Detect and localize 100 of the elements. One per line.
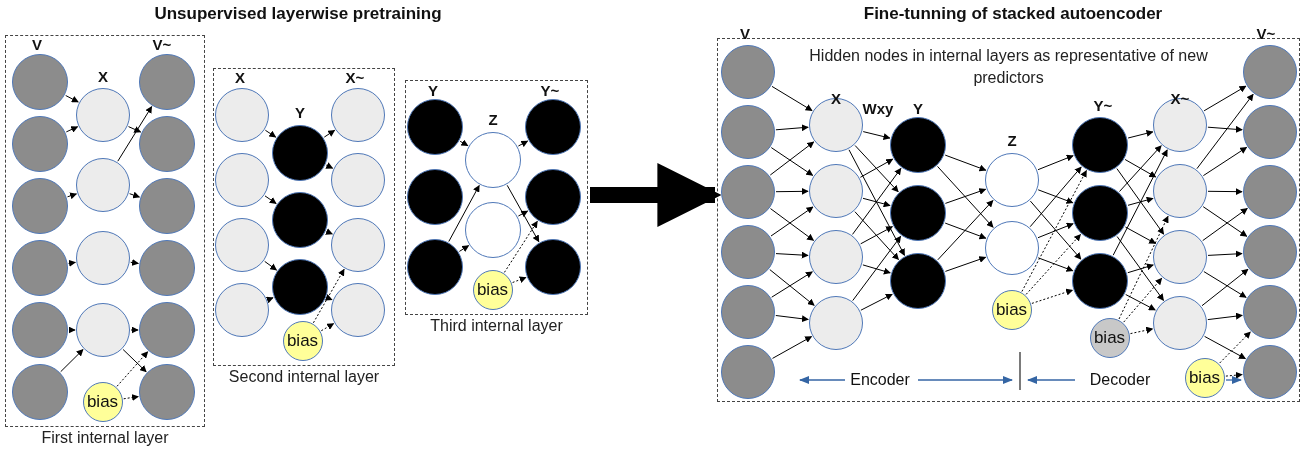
arrow	[1207, 188, 1243, 196]
dashed-arrow	[320, 323, 335, 332]
neuron-circle	[808, 229, 863, 284]
section-heading: Unsupervised layerwise pretraining	[154, 4, 442, 24]
layer-label: Y	[913, 99, 923, 117]
panel-note: Hidden nodes in internal layers as representative of new predictors	[808, 46, 1209, 88]
arrow	[852, 167, 902, 235]
neuron-circle	[1152, 163, 1207, 218]
neuron-circle	[889, 184, 946, 241]
arrow	[771, 271, 813, 298]
layer-label: V~	[152, 35, 172, 53]
arrow	[775, 124, 809, 132]
dashed-arrow	[312, 268, 345, 324]
dashed-arrow	[1118, 215, 1169, 320]
arrow	[1037, 222, 1074, 239]
arrow	[1203, 271, 1247, 298]
neuron-circle	[720, 44, 775, 99]
layer-label: X	[831, 89, 841, 107]
arrow	[506, 184, 540, 243]
arrow	[68, 259, 76, 267]
arrow	[1127, 129, 1154, 139]
bias-node: bias	[82, 381, 123, 422]
layer-label: X	[98, 67, 108, 85]
section-heading: Fine-tunning of stacked autoencoder	[863, 4, 1163, 24]
arrow	[1204, 335, 1246, 360]
arrow	[122, 349, 147, 373]
neuron-circle	[1242, 44, 1297, 99]
layer-label: X~	[1170, 89, 1190, 107]
arrow	[1207, 250, 1243, 258]
arrow	[323, 129, 336, 138]
neuron-circle	[720, 284, 775, 339]
arrow	[775, 315, 809, 323]
arrow	[852, 235, 902, 302]
dashed-arrow	[116, 351, 149, 387]
arrow	[459, 139, 469, 147]
arrow	[854, 145, 899, 193]
arrow	[458, 245, 470, 252]
layer-label: V	[32, 35, 42, 53]
neuron-circle	[330, 282, 385, 337]
neuron-circle	[808, 163, 863, 218]
arrow	[517, 210, 529, 218]
neuron-circle	[75, 157, 130, 212]
arrow	[65, 126, 79, 133]
neuron-circle	[464, 201, 521, 258]
arrow	[1201, 268, 1249, 307]
arrow	[944, 154, 987, 172]
dashed-arrow	[1225, 371, 1243, 379]
neuron-circle	[1242, 344, 1297, 399]
layer-label: Y	[295, 103, 305, 121]
arrow	[1112, 149, 1168, 256]
neuron-circle	[214, 282, 269, 337]
neuron-circle	[720, 344, 775, 399]
arrow	[1037, 189, 1074, 204]
arrow	[771, 85, 813, 112]
layer-label: V~	[1256, 24, 1276, 42]
dashed-arrow	[1130, 326, 1154, 335]
dashed-arrow	[123, 394, 139, 401]
arrow	[265, 296, 274, 304]
arrow	[1207, 125, 1243, 133]
bias-node: bias	[1089, 317, 1130, 358]
neuron-circle	[984, 220, 1039, 275]
neuron-circle	[1242, 224, 1297, 279]
neuron-circle	[1071, 184, 1128, 241]
neuron-circle	[406, 168, 463, 225]
dashed-arrow	[1025, 234, 1081, 295]
arrow	[67, 192, 78, 200]
arrow	[68, 326, 76, 334]
arrow	[769, 141, 815, 176]
neuron-circle	[330, 87, 385, 142]
arrow	[1124, 226, 1157, 244]
arrow	[1202, 146, 1248, 177]
arrow	[517, 140, 529, 148]
layer-label: V	[740, 24, 750, 42]
arrow	[937, 165, 994, 228]
arrow	[775, 187, 809, 195]
arrow	[128, 126, 142, 133]
layer-label: Y~	[1093, 96, 1113, 114]
panel-caption: Third internal layer	[430, 317, 563, 335]
arrow	[859, 158, 894, 178]
layer-label: Z	[1007, 131, 1017, 149]
arrow	[65, 95, 79, 103]
dashed-arrow	[503, 220, 538, 273]
neuron-circle	[464, 131, 521, 188]
layer-label: Y	[428, 81, 438, 99]
neuron-circle	[720, 164, 775, 219]
neuron-circle	[889, 116, 946, 173]
layer-label: Wxy	[862, 99, 894, 117]
arrow	[1127, 196, 1154, 206]
neuron-circle	[330, 152, 385, 207]
arrow	[1037, 257, 1074, 272]
bias-node: bias	[1184, 357, 1225, 398]
neuron-circle	[984, 152, 1039, 207]
dashed-arrow	[1219, 331, 1251, 364]
layer-label: Z	[488, 110, 498, 128]
arrow	[1037, 154, 1074, 171]
arrow	[860, 293, 893, 311]
arrow	[60, 349, 84, 373]
dashed-arrow	[1123, 277, 1163, 323]
arrow	[1127, 263, 1154, 274]
arrow	[130, 259, 139, 266]
